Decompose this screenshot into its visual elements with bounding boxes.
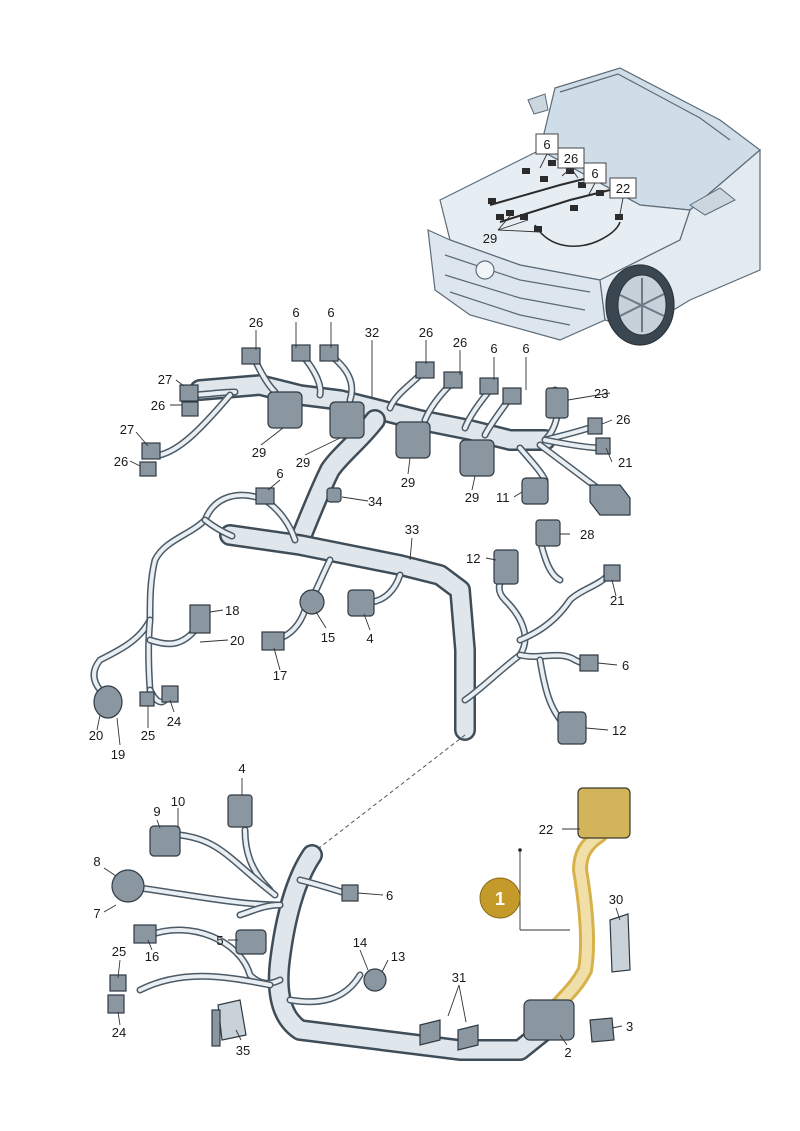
leader-lines <box>96 322 623 1046</box>
label-29: 29 <box>296 455 310 470</box>
label-8: 8 <box>93 854 100 869</box>
inset-label-22: 22 <box>616 181 630 196</box>
coil-connector-29b <box>329 401 365 439</box>
coil-connector-29c <box>395 421 431 459</box>
label-27: 27 <box>120 422 134 437</box>
label-27: 27 <box>158 372 172 387</box>
inset-label-6b: 6 <box>591 166 598 181</box>
label-7: 7 <box>93 906 100 921</box>
part-labels: 26 6 6 32 26 26 6 6 27 26 27 26 29 29 29… <box>89 305 633 1060</box>
inset-label-6a: 6 <box>543 137 550 152</box>
label-23: 23 <box>594 386 608 401</box>
label-29: 29 <box>401 475 415 490</box>
label-17: 17 <box>273 668 287 683</box>
label-26: 26 <box>616 412 630 427</box>
label-2: 2 <box>564 1045 571 1060</box>
label-9: 9 <box>153 804 160 819</box>
coil-connector-29a <box>267 391 303 429</box>
label-14: 14 <box>353 935 367 950</box>
label-10: 10 <box>171 794 185 809</box>
car-inset: 6 26 6 22 29 <box>427 67 761 346</box>
label-26: 26 <box>151 398 165 413</box>
label-26: 26 <box>249 315 263 330</box>
label-19: 19 <box>111 747 125 762</box>
label-24: 24 <box>112 1025 126 1040</box>
label-6: 6 <box>276 466 283 481</box>
inset-label-29: 29 <box>483 231 497 246</box>
label-29: 29 <box>465 490 479 505</box>
label-32: 32 <box>365 325 379 340</box>
lower-harness <box>107 787 631 1061</box>
inset-label-26: 26 <box>564 151 578 166</box>
label-20: 20 <box>230 633 244 648</box>
label-13: 13 <box>391 949 405 964</box>
callout-badge-1: 1 <box>479 877 521 919</box>
label-28: 28 <box>580 527 594 542</box>
label-6: 6 <box>292 305 299 320</box>
label-6: 6 <box>522 341 529 356</box>
label-12: 12 <box>466 551 480 566</box>
label-30: 30 <box>609 892 623 907</box>
label-29: 29 <box>252 445 266 460</box>
label-24: 24 <box>167 714 181 729</box>
label-6: 6 <box>622 658 629 673</box>
label-6: 6 <box>327 305 334 320</box>
label-4: 4 <box>366 631 373 646</box>
label-6: 6 <box>490 341 497 356</box>
label-25: 25 <box>141 728 155 743</box>
label-4: 4 <box>238 761 245 776</box>
label-21: 21 <box>618 455 632 470</box>
label-20: 20 <box>89 728 103 743</box>
upper-harness <box>90 344 631 745</box>
injector-connectors <box>93 344 631 745</box>
label-18: 18 <box>225 603 239 618</box>
label-34: 34 <box>368 494 382 509</box>
label-33: 33 <box>405 522 419 537</box>
coil-connector-29d <box>459 439 495 477</box>
label-16: 16 <box>145 949 159 964</box>
label-25: 25 <box>112 944 126 959</box>
label-11: 11 <box>496 490 510 505</box>
label-22: 22 <box>539 822 553 837</box>
label-6: 6 <box>386 888 393 903</box>
label-26: 26 <box>419 325 433 340</box>
callout-badge-text: 1 <box>495 889 505 909</box>
label-26: 26 <box>114 454 128 469</box>
label-31: 31 <box>452 970 466 985</box>
label-3: 3 <box>626 1019 633 1034</box>
label-26: 26 <box>453 335 467 350</box>
dashed-link <box>309 734 466 856</box>
label-21: 21 <box>610 593 624 608</box>
label-15: 15 <box>321 630 335 645</box>
label-5: 5 <box>216 933 223 948</box>
label-12: 12 <box>612 723 626 738</box>
label-35: 35 <box>236 1043 250 1058</box>
